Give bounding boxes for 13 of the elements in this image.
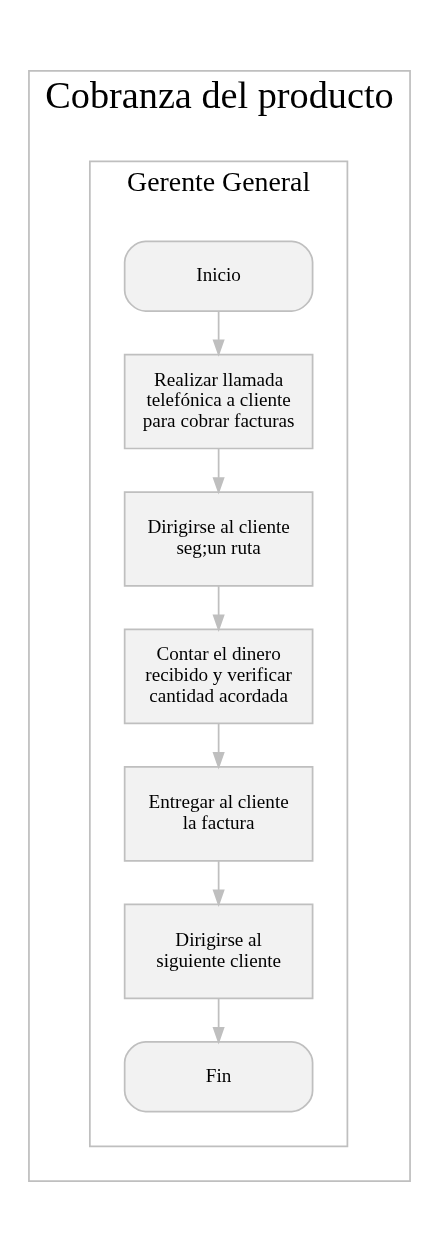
arrow [212,859,225,907]
node-box: Realizar llamada telefónica a cliente para cobrar facturas [123,353,314,449]
node-box: Inicio [123,240,314,312]
arrow [212,584,225,632]
node-box: Entregar al cliente la factura [123,765,314,862]
node-box: Fin [123,1040,314,1112]
node-box: Dirigirse al siguiente cliente [123,903,314,999]
arrow [212,447,225,495]
arrow [212,997,225,1044]
node-box: Contar el dinero recibido y verificar cantidad acordada [123,628,314,724]
node-box: Dirigirse al cliente seg;un ruta [123,490,314,587]
arrow [212,309,225,357]
arrow [212,722,225,770]
